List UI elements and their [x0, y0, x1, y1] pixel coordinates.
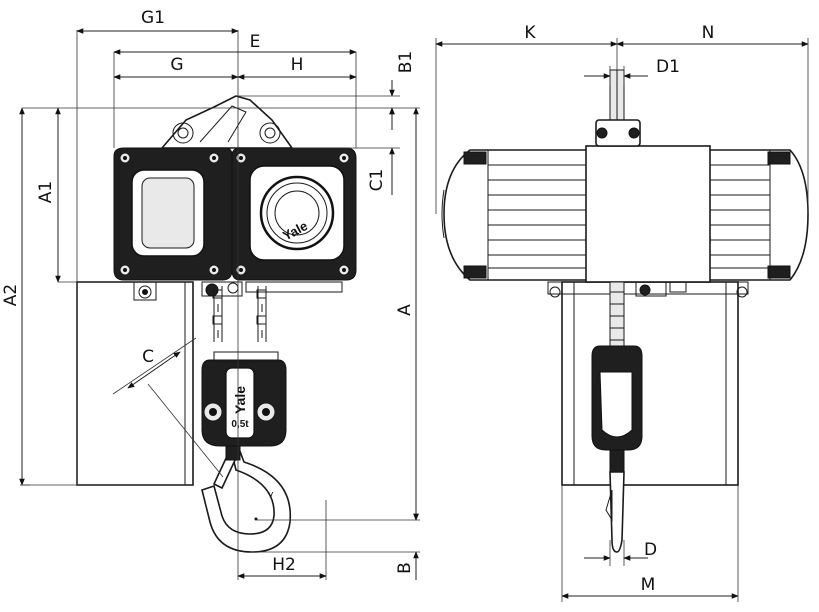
side-trolley-frame	[561, 281, 739, 486]
dim-label-c: C	[142, 347, 154, 367]
dim-label-g1: G1	[141, 8, 165, 28]
hook-block-brand-logo: Yale	[232, 386, 248, 414]
dim-label-n: N	[702, 23, 715, 43]
capacity-label: 0,5t	[231, 419, 249, 430]
dim-label-c1: C1	[367, 169, 387, 192]
dim-label-b1: B1	[396, 51, 416, 73]
suspension-lug	[160, 95, 294, 149]
cooling-fins	[488, 164, 770, 269]
dim-label-a2: A2	[1, 284, 21, 306]
svg-text:v: v	[268, 490, 274, 500]
dim-label-e: E	[250, 32, 261, 52]
front-view: Yale Yale 0,5t v	[76, 95, 357, 553]
dim-label-h2: H2	[272, 555, 296, 575]
dim-label-d: D	[644, 540, 657, 560]
front-view-dimensions: G1 E G H B1 C1 A B A1	[1, 8, 420, 580]
dim-label-a1: A1	[36, 181, 56, 203]
dim-label-g: G	[170, 55, 183, 75]
load-chain	[212, 286, 267, 342]
dim-label-d1: D1	[656, 57, 680, 77]
dim-label-b: B	[395, 562, 415, 574]
side-view	[441, 69, 809, 553]
dim-label-h: H	[291, 55, 304, 75]
dim-label-m: M	[641, 575, 656, 595]
hook	[201, 445, 292, 553]
side-view-dimensions: K N D1 D M	[435, 23, 809, 602]
dim-label-k: K	[524, 23, 536, 43]
dim-label-a: A	[395, 304, 415, 316]
